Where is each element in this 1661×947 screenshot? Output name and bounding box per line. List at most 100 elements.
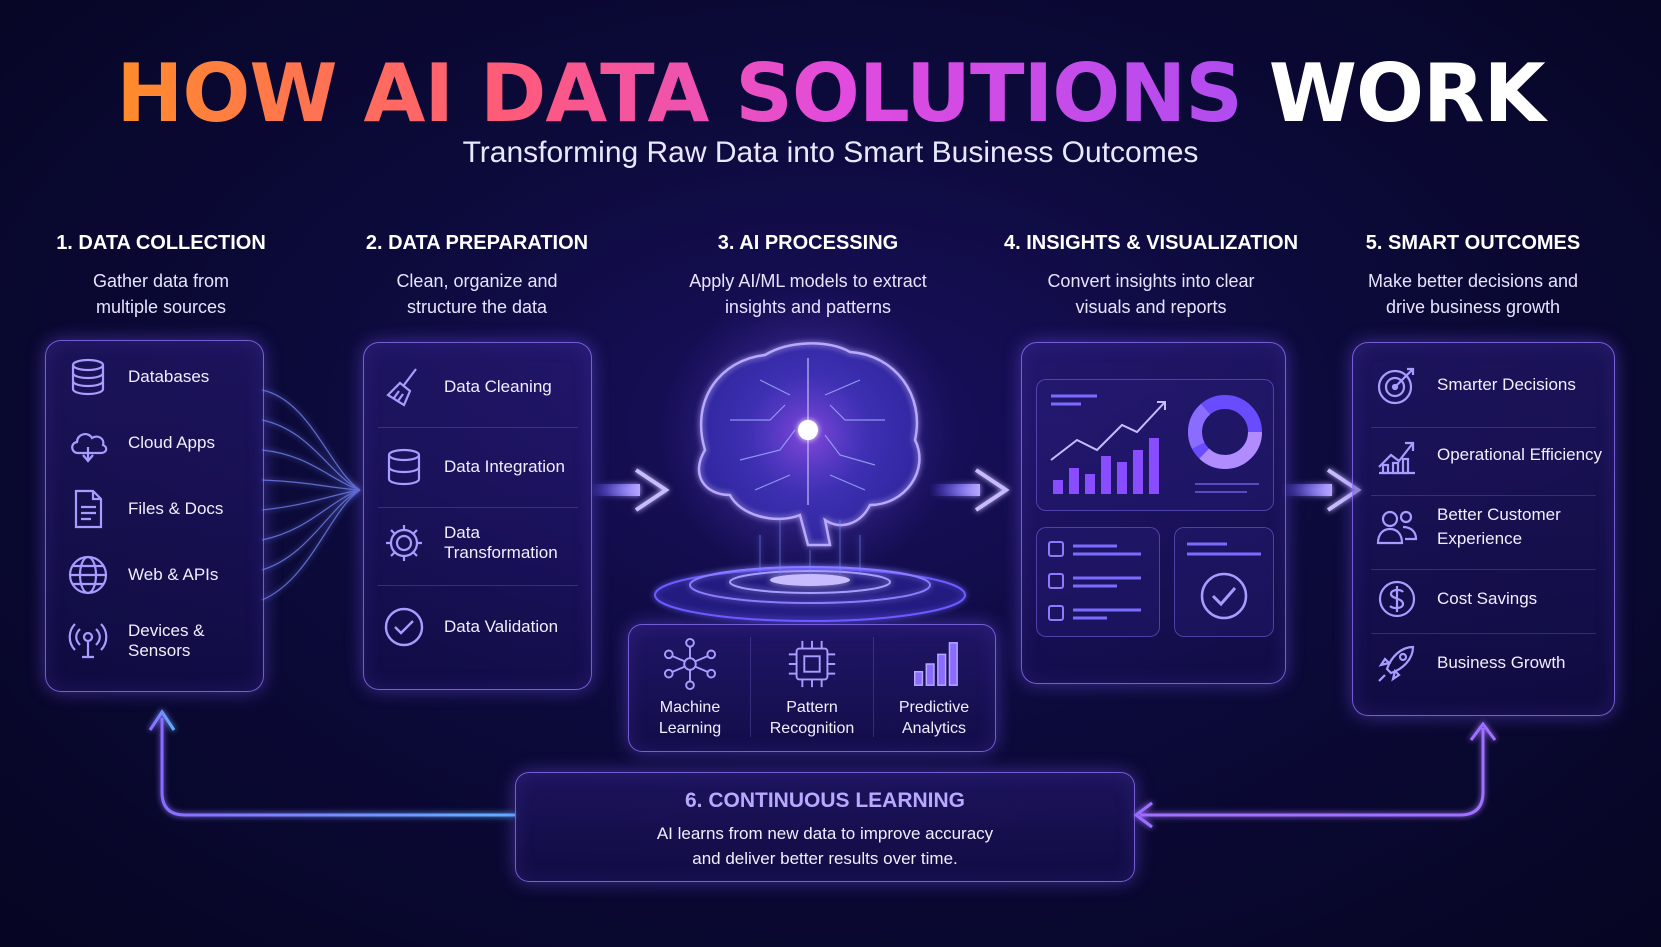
prep-data-transformation: Data Transformation [382, 521, 591, 565]
step-3-title: 3. AI PROCESSING [717, 232, 899, 254]
page-subtitle: Transforming Raw Data into Smart Busines… [462, 136, 1199, 169]
step-2-desc: Clean, organize and structure the data [327, 268, 627, 320]
prep-data-integration: Data Integration [382, 445, 565, 489]
divider [1371, 569, 1596, 570]
method-label: Predictive [898, 699, 970, 716]
method-predictive-analytics: Predictive Analytics [875, 637, 993, 739]
step-2-title: 2. DATA PREPARATION [365, 232, 589, 254]
line-bar-chart-icon [1050, 394, 1262, 494]
globe-icon [68, 555, 108, 595]
step-4-desc-line: visuals and reports [1075, 297, 1227, 317]
chip-icon [788, 640, 836, 688]
database-stack-icon [387, 448, 421, 486]
page-title: HOW AI DATA SOLUTIONS WORK [0, 46, 1661, 141]
source-web-apis: Web & APIs [66, 553, 218, 597]
continuous-learning-desc: AI learns from new data to improve accur… [516, 821, 1134, 871]
network-icon [663, 637, 717, 691]
method-label: Machine [659, 699, 721, 716]
brain-icon [658, 285, 958, 585]
dashboard-check-card [1174, 527, 1274, 637]
step-5-desc-line: Make better decisions and [1367, 271, 1579, 291]
database-icon [71, 358, 105, 396]
divider [873, 637, 874, 737]
step-4-desc-line: Convert insights into clear [1047, 271, 1255, 291]
users-icon [1376, 510, 1418, 545]
outcome-label: Better Customer [1437, 505, 1561, 524]
data-stream-lines [261, 389, 361, 601]
source-databases: Databases [66, 355, 209, 399]
data-collection-panel: Databases Cloud Apps Files & Docs Web & … [45, 340, 264, 692]
outcome-label: Smarter Decisions [1437, 375, 1576, 394]
broom-icon [386, 368, 417, 407]
prep-label: Data Validation [444, 617, 559, 636]
target-icon [1377, 367, 1415, 405]
step-4-desc: Convert insights into clear visuals and r… [1001, 268, 1301, 320]
outcome-label: Business Growth [1437, 653, 1566, 672]
prep-label: Data Integration [444, 457, 565, 476]
prep-data-cleaning: Data Cleaning [382, 365, 552, 409]
smart-outcomes-panel: Smarter Decisions Operational Efficiency… [1352, 342, 1615, 716]
title-gradient-text: HOW AI DATA SOLUTIONS [116, 47, 1242, 140]
outcome-label: Experience [1437, 529, 1523, 548]
outcome-cost-savings: Cost Savings [1375, 577, 1537, 621]
prep-label: Data Cleaning [444, 377, 552, 396]
divider [1371, 495, 1596, 496]
divider [1371, 633, 1596, 634]
step-1-desc-line: multiple sources [95, 297, 227, 317]
document-icon [74, 489, 103, 529]
check-circle-icon [1187, 542, 1261, 620]
source-label: Databases [128, 367, 210, 386]
divider [378, 507, 578, 508]
step-2-desc-line: Clean, organize and [396, 271, 558, 291]
dashboard-chart-card [1036, 379, 1274, 511]
step-5-title: 5. SMART OUTCOMES [1365, 232, 1581, 254]
outcome-smarter-decisions: Smarter Decisions [1375, 363, 1576, 407]
title-white-text: WORK [1268, 47, 1546, 140]
method-label: Pattern [786, 699, 838, 716]
source-label: Cloud Apps [128, 433, 215, 452]
arrow-2-to-3 [590, 468, 670, 512]
step-2-desc-line: structure the data [406, 297, 548, 317]
method-label: Analytics [901, 720, 967, 737]
check-circle-icon [384, 607, 424, 647]
method-machine-learning: Machine Learning [631, 637, 749, 739]
step-1-desc: Gather data from multiple sources [11, 268, 311, 320]
source-cloud-apps: Cloud Apps [66, 421, 215, 465]
outcome-business-growth: Business Growth [1375, 641, 1566, 685]
method-pattern-recognition: Pattern Recognition [753, 637, 871, 739]
trend-chart-icon [1378, 441, 1415, 475]
data-preparation-panel: Data Cleaning Data Integration Data Tran… [363, 342, 592, 690]
step-3-desc-line: Apply AI/ML models to extract [689, 271, 927, 291]
source-files-docs: Files & Docs [66, 487, 223, 531]
outcome-operational-efficiency: Operational Efficiency [1375, 433, 1602, 477]
dashboard-checklist-card [1036, 527, 1160, 637]
source-label: Web & APIs [128, 565, 219, 584]
cloud-icon [71, 432, 108, 463]
loop-connector-left [148, 709, 515, 817]
divider [378, 427, 578, 428]
continuous-learning-title: 6. CONTINUOUS LEARNING [684, 789, 965, 812]
gear-icon [386, 525, 422, 561]
continuous-learning-desc-line: AI learns from new data to improve accur… [656, 824, 994, 843]
prep-data-validation: Data Validation [382, 605, 558, 649]
hologram-pedestal [654, 520, 966, 622]
divider [378, 585, 578, 586]
outcome-label: Cost Savings [1437, 589, 1538, 608]
method-label: Recognition [769, 720, 855, 737]
continuous-learning-box: 6. CONTINUOUS LEARNING AI learns from ne… [515, 772, 1135, 882]
divider [1371, 427, 1596, 428]
step-5-desc-line: drive business growth [1385, 297, 1561, 317]
arrow-4-to-5 [1282, 468, 1362, 512]
ai-processing-methods: Machine Learning Pattern Recognition Pre… [628, 624, 996, 752]
source-label: Devices & Sensors [128, 621, 205, 660]
source-label: Files & Docs [128, 499, 224, 518]
sensor-icon [68, 623, 108, 659]
source-devices-sensors: Devices & Sensors [66, 619, 263, 663]
step-5-desc: Make better decisions and drive business … [1323, 268, 1623, 320]
step-1-desc-line: Gather data from [92, 271, 230, 291]
checklist-icon [1048, 541, 1141, 621]
